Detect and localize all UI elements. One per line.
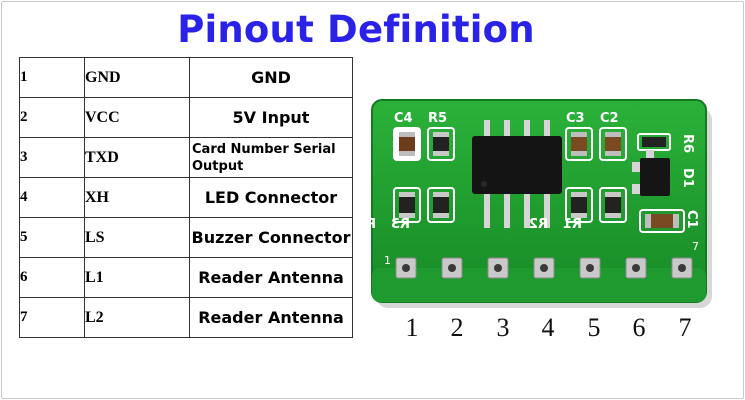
pin-number-row: 1 2 3 4 5 6 7 [392,313,702,345]
component-r5 [427,127,455,161]
pin-description-cell: GND [189,57,353,98]
silkscreen-label: R6 [680,134,695,153]
pin-number-cell: 7 [19,297,85,338]
silkscreen-label: 1 [384,254,391,267]
pin-number-label: 4 [541,313,555,342]
component-r4 [393,187,421,223]
pin-number-label: 2 [450,313,464,342]
pin-number-label: 3 [496,313,510,342]
pin-description-cell: 5V Input [189,97,353,138]
component-d1 [632,150,670,196]
silkscreen-label: C3 [566,111,585,126]
table-row: 4 XH LED Connector [19,177,353,218]
pin-pad [625,257,647,279]
component-c1 [639,209,685,233]
component-r2 [565,187,593,223]
pin-pad [533,257,555,279]
pin-number-label: 5 [587,313,601,342]
silkscreen-label: R4 [362,217,376,232]
pin-signal-cell: LS [84,217,190,258]
pin-pad [441,257,463,279]
pin-pad [395,257,417,279]
pin-pad [487,257,509,279]
silkscreen-label: C2 [600,111,619,126]
table-row: 2 VCC 5V Input [19,97,353,138]
table-row: 5 LS Buzzer Connector [19,217,353,258]
pcb-board-illustration: C4 R5 C3 C2 R6 D1 C1 R4 R3 R2 R1 1 7 [362,99,712,308]
table-row: 7 L2 Reader Antenna [19,297,353,338]
pin-pads [395,257,693,279]
silkscreen-label: R3 [391,217,410,232]
pin-signal-cell: GND [84,57,190,98]
table-row: 1 GND GND [19,57,353,98]
pin-number-cell: 4 [19,177,85,218]
component-c3 [565,127,593,161]
pin-number-cell: 5 [19,217,85,258]
pin-description-cell: LED Connector [189,177,353,218]
pin-description-cell: Reader Antenna [189,297,353,338]
pin-number-label: 6 [632,313,646,342]
pin-signal-cell: TXD [84,137,190,178]
pin-description-cell: Card Number Serial Output [189,137,353,178]
pin-number-cell: 1 [19,57,85,98]
pin-signal-cell: L1 [84,257,190,298]
silkscreen-label: R2 [529,217,548,232]
table-row: 3 TXD Card Number Serial Output [19,137,353,178]
silkscreen-label: C1 [684,210,699,229]
pin-number-cell: 2 [19,97,85,138]
component-r1 [599,187,627,223]
pin-signal-cell: VCC [84,97,190,138]
pin-pad [579,257,601,279]
pinout-table: 1 GND GND 2 VCC 5V Input 3 TXD Card Numb… [19,57,353,338]
pin-signal-cell: XH [84,177,190,218]
pin-number-cell: 6 [19,257,85,298]
pin-pad [671,257,693,279]
pin-description-cell: Reader Antenna [189,257,353,298]
silkscreen-label: R5 [428,111,447,126]
component-r3 [427,187,455,223]
silkscreen-label: 7 [692,240,699,253]
pin-signal-cell: L2 [84,297,190,338]
table-row: 6 L1 Reader Antenna [19,257,353,298]
component-c2 [599,127,627,161]
pin-number-label: 1 [405,313,419,342]
silkscreen-label: R1 [563,217,582,232]
pin-number-cell: 3 [19,137,85,178]
silkscreen-label: D1 [680,168,695,188]
pin-description-cell: Buzzer Connector [189,217,353,258]
ic-chip [472,120,562,228]
pin-number-label: 7 [678,313,692,342]
silkscreen-label: C4 [394,111,413,126]
component-c4 [393,127,421,161]
page-title: Pinout Definition [177,8,535,51]
